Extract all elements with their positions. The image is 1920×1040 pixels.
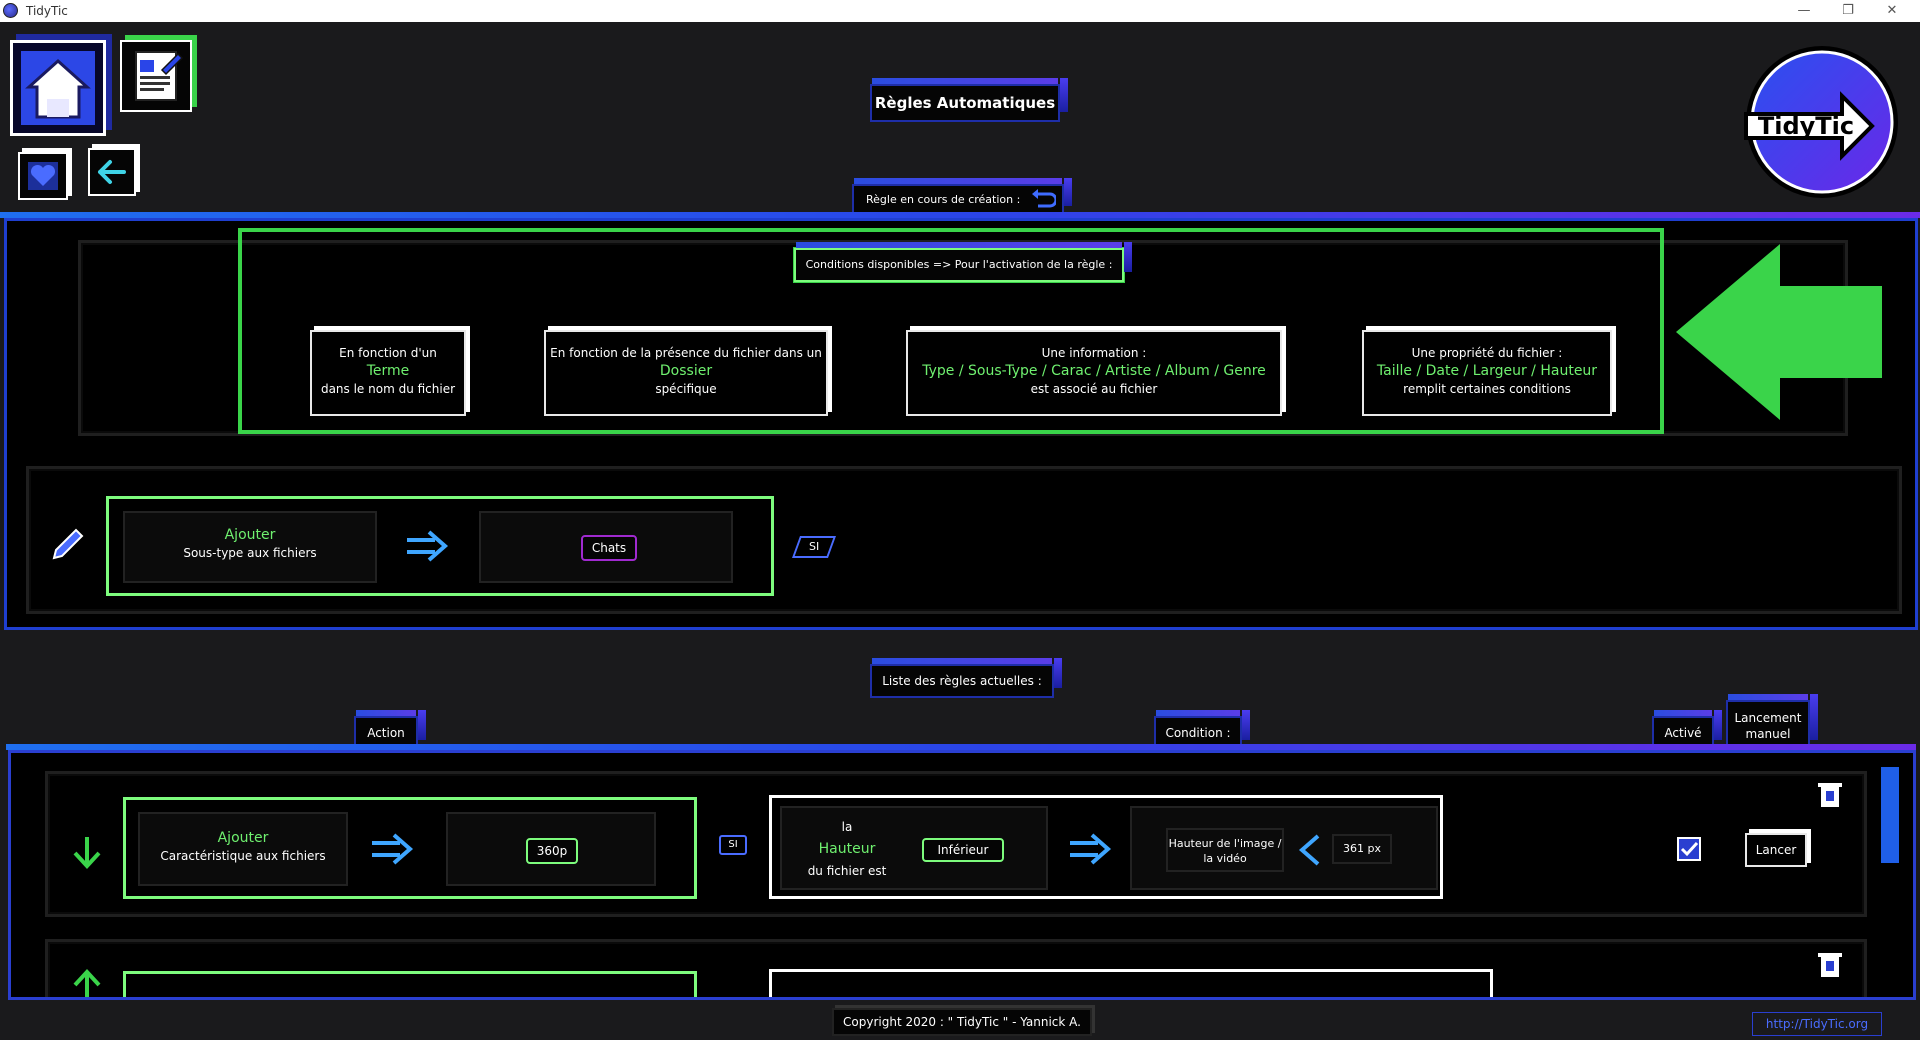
launch-button[interactable]: Lancer xyxy=(1745,833,1807,867)
card-line1: Une propriété du fichier : xyxy=(1411,346,1563,360)
big-green-arrow-icon xyxy=(1676,244,1882,420)
home-button[interactable] xyxy=(10,40,106,136)
card-line3: dans le nom du fichier xyxy=(320,382,456,396)
arrow-right-icon xyxy=(407,530,449,562)
action-builder: Ajouter Sous-type aux fichiers Chats xyxy=(106,496,774,596)
checkbox-checked-icon[interactable] xyxy=(1675,835,1703,863)
rule-row xyxy=(45,939,1867,997)
rule-cond-text: la Hauteur du fichier est xyxy=(782,816,912,882)
close-button[interactable]: ✕ xyxy=(1886,3,1898,18)
card-line2: Taille / Date / Largeur / Hauteur xyxy=(1376,363,1598,379)
rule-action-verb-box[interactable]: Ajouter Caractéristique aux fichiers xyxy=(138,812,348,886)
list-label: Liste des règles actuelles : xyxy=(870,658,1062,698)
card-line1: En fonction de la présence du fichier da… xyxy=(550,346,822,360)
cond-target: Hauteur de l'image / la vidéo xyxy=(1166,828,1284,872)
condition-card-folder[interactable]: En fonction de la présence du fichier da… xyxy=(544,330,828,416)
condition-card-property[interactable]: Une propriété du fichier : Taille / Date… xyxy=(1362,330,1612,416)
action-desc: Sous-type aux fichiers xyxy=(183,546,317,560)
cond-tail: du fichier est xyxy=(807,864,887,878)
card-line1: En fonction d'un xyxy=(339,346,437,360)
document-edit-icon xyxy=(135,51,184,101)
card-line3: spécifique xyxy=(655,382,717,396)
title-bar: TidyTic — ❐ ✕ xyxy=(0,0,1920,22)
tidytic-logo: TidyTic xyxy=(1742,42,1902,202)
move-down-icon[interactable] xyxy=(67,833,107,873)
back-button[interactable] xyxy=(88,148,136,196)
rule-action xyxy=(123,971,697,997)
less-than-icon xyxy=(1298,834,1320,866)
rule-si-badge: SI xyxy=(719,835,747,855)
window-title: TidyTic xyxy=(26,4,68,18)
rule-condition-target-box[interactable]: Hauteur de l'image / la vidéo 361 px xyxy=(1130,806,1438,890)
trash-icon[interactable] xyxy=(1815,779,1845,811)
card-line2: Dossier xyxy=(659,363,713,379)
card-line2: Type / Sous-Type / Carac / Artiste / Alb… xyxy=(922,363,1266,379)
minimize-button[interactable]: — xyxy=(1797,3,1811,18)
creation-label-text: Règle en cours de création : xyxy=(866,193,1021,206)
website-link[interactable]: http://TidyTic.org xyxy=(1752,1012,1882,1036)
restore-button[interactable]: ❐ xyxy=(1842,3,1854,18)
cond-operator-pill[interactable]: Inférieur xyxy=(922,838,1004,862)
rule-action-verb: Ajouter xyxy=(217,830,269,846)
card-line1: Une information : xyxy=(1041,346,1147,360)
cond-la: la xyxy=(841,820,853,834)
rule-action-value-box[interactable]: 360p xyxy=(446,812,656,886)
page-title: Règles Automatiques xyxy=(870,78,1068,122)
card-line3: remplit certaines conditions xyxy=(1403,382,1571,396)
rules-list-panel: Ajouter Caractéristique aux fichiers 360… xyxy=(8,750,1916,1000)
column-launch: Lancement manuel xyxy=(1726,694,1818,750)
pencil-icon[interactable] xyxy=(48,520,88,560)
copyright: Copyright 2020 : " TidyTic " - Yannick A… xyxy=(832,1008,1092,1036)
conditions-highlight xyxy=(238,228,1664,434)
rule-condition-prop-box[interactable]: la Hauteur du fichier est Inférieur xyxy=(780,806,1048,890)
card-line2: Terme xyxy=(366,363,410,379)
creation-panel-top-border xyxy=(0,212,1920,218)
conditions-label: Conditions disponibles => Pour l'activat… xyxy=(794,242,1132,282)
arrow-left-icon xyxy=(98,160,126,184)
condition-card-info[interactable]: Une information : Type / Sous-Type / Car… xyxy=(906,330,1282,416)
rule-si-text: SI xyxy=(728,839,738,850)
move-up-icon[interactable] xyxy=(67,965,107,1000)
home-icon xyxy=(21,51,95,125)
trash-icon[interactable] xyxy=(1815,949,1845,981)
app-icon xyxy=(3,3,18,18)
action-value-pill[interactable]: Chats xyxy=(581,535,637,561)
rule-action-desc: Caractéristique aux fichiers xyxy=(160,849,326,863)
undo-icon[interactable] xyxy=(1028,188,1056,212)
action-verb-box[interactable]: Ajouter Sous-type aux fichiers xyxy=(123,511,377,583)
action-value-box[interactable]: Chats xyxy=(479,511,733,583)
rule-action: Ajouter Caractéristique aux fichiers 360… xyxy=(123,797,697,899)
cond-prop: Hauteur xyxy=(818,841,876,857)
rule-action-value-pill[interactable]: 360p xyxy=(526,838,578,864)
arrow-right-icon xyxy=(1070,833,1112,865)
arrow-right-icon xyxy=(372,833,414,865)
action-verb: Ajouter xyxy=(224,527,276,543)
rule-condition: la Hauteur du fichier est Inférieur Haut… xyxy=(769,795,1443,899)
favorites-button[interactable] xyxy=(18,152,68,200)
edit-doc-button[interactable] xyxy=(120,40,192,112)
cond-value[interactable]: 361 px xyxy=(1332,834,1392,864)
card-line3: est associé au fichier xyxy=(1030,382,1158,396)
svg-text:TidyTic: TidyTic xyxy=(1758,112,1854,140)
rule-condition xyxy=(769,969,1493,997)
creation-label: Règle en cours de création : xyxy=(852,178,1072,216)
scrollbar-thumb[interactable] xyxy=(1881,767,1899,863)
condition-card-term[interactable]: En fonction d'un Terme dans le nom du fi… xyxy=(310,330,466,416)
si-text: SI xyxy=(808,540,820,553)
heart-icon xyxy=(28,162,58,190)
list-panel-top-border xyxy=(6,744,1916,750)
